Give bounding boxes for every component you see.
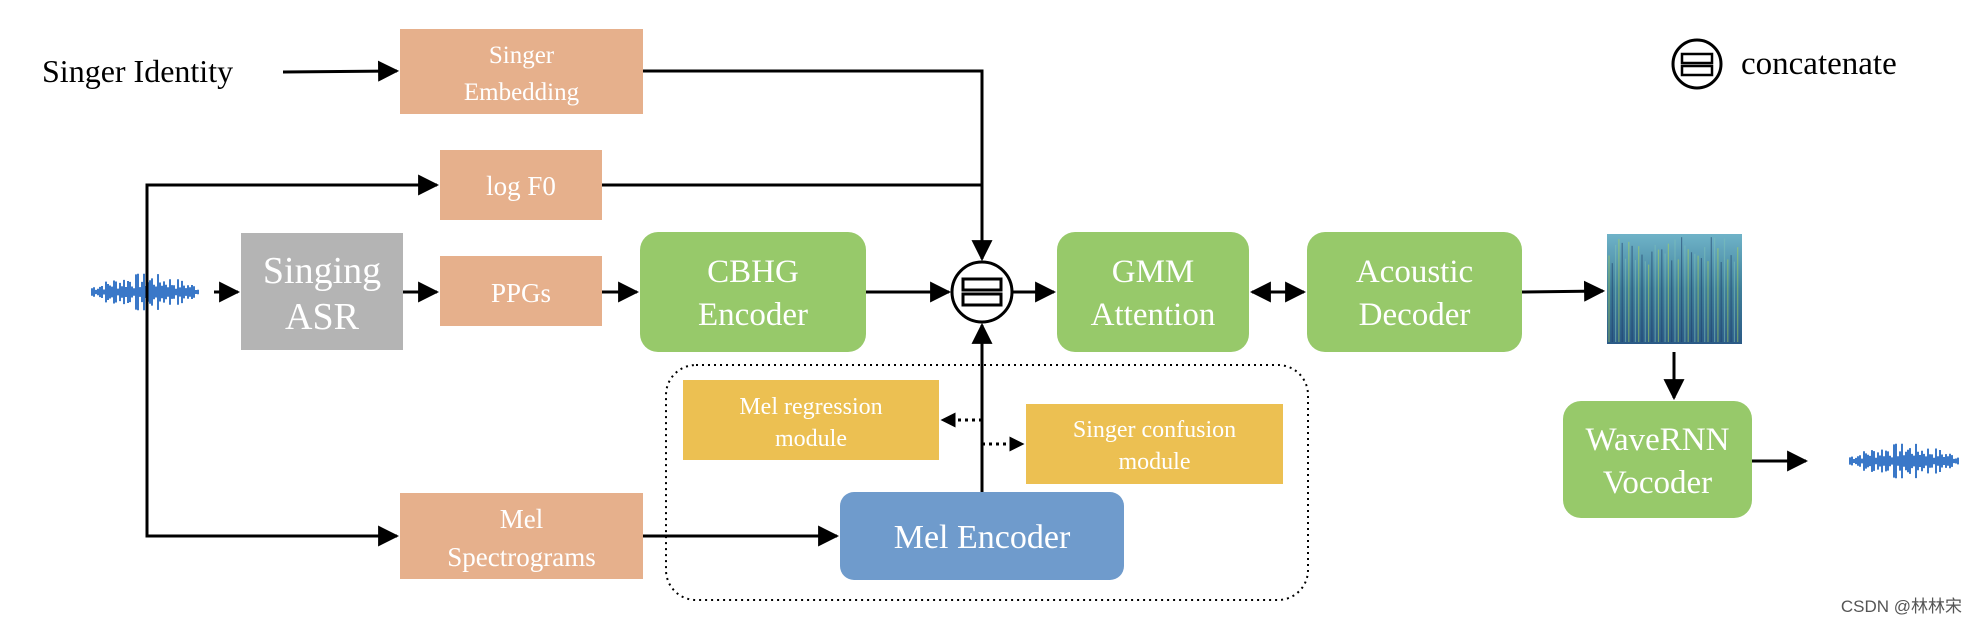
singer-embedding-line2: Embedding xyxy=(464,79,580,106)
acoustic-line2: Decoder xyxy=(1359,297,1471,333)
log-f0-label: log F0 xyxy=(486,171,556,201)
cbhg-encoder-box: CBHG Encoder xyxy=(640,232,866,352)
cbhg-line2: Encoder xyxy=(698,297,808,333)
wavernn-line1: WaveRNN xyxy=(1586,422,1730,458)
singer-confusion-line1: Singer confusion xyxy=(1073,417,1236,443)
legend-concatenate-icon xyxy=(1671,38,1723,90)
singer-identity-label: Singer Identity xyxy=(42,53,233,89)
gmm-line2: Attention xyxy=(1091,297,1216,333)
legend-label: concatenate xyxy=(1741,46,1897,82)
ppgs-box: PPGs xyxy=(440,256,602,326)
gmm-attention-box: GMM Attention xyxy=(1057,232,1249,352)
mel-regression-line2: module xyxy=(775,426,847,452)
connectors xyxy=(145,60,1809,547)
mel-regression-line1: Mel regression xyxy=(739,394,882,420)
mel-regression-box: Mel regression module xyxy=(683,380,939,460)
ppgs-label: PPGs xyxy=(491,278,551,308)
mel-spec-line1: Mel xyxy=(500,504,544,534)
wavernn-line2: Vocoder xyxy=(1603,465,1712,501)
mel-encoder-box: Mel Encoder xyxy=(840,492,1124,580)
mel-encoder-label: Mel Encoder xyxy=(894,519,1071,556)
cbhg-line1: CBHG xyxy=(707,254,799,290)
output-waveform-icon xyxy=(1849,443,1959,479)
singing-asr-line2: ASR xyxy=(285,296,360,338)
gmm-line1: GMM xyxy=(1112,254,1195,290)
singer-confusion-box: Singer confusion module xyxy=(1026,404,1283,484)
spectrogram-icon xyxy=(1607,234,1742,344)
log-f0-box: log F0 xyxy=(440,150,602,220)
singing-asr-line1: Singing xyxy=(263,250,381,292)
singer-embedding-line1: Singer xyxy=(489,42,555,69)
mel-encoder-group-outline xyxy=(665,364,1309,601)
acoustic-line1: Acoustic xyxy=(1356,254,1473,290)
mel-spec-line2: Spectrograms xyxy=(447,542,595,572)
concatenate-icon xyxy=(950,260,1014,324)
wavernn-vocoder-box: WaveRNN Vocoder xyxy=(1563,401,1752,518)
singer-confusion-line2: module xyxy=(1119,449,1191,475)
waveform-icon xyxy=(91,273,199,311)
watermark: CSDN @林林宋 xyxy=(1841,597,1962,616)
